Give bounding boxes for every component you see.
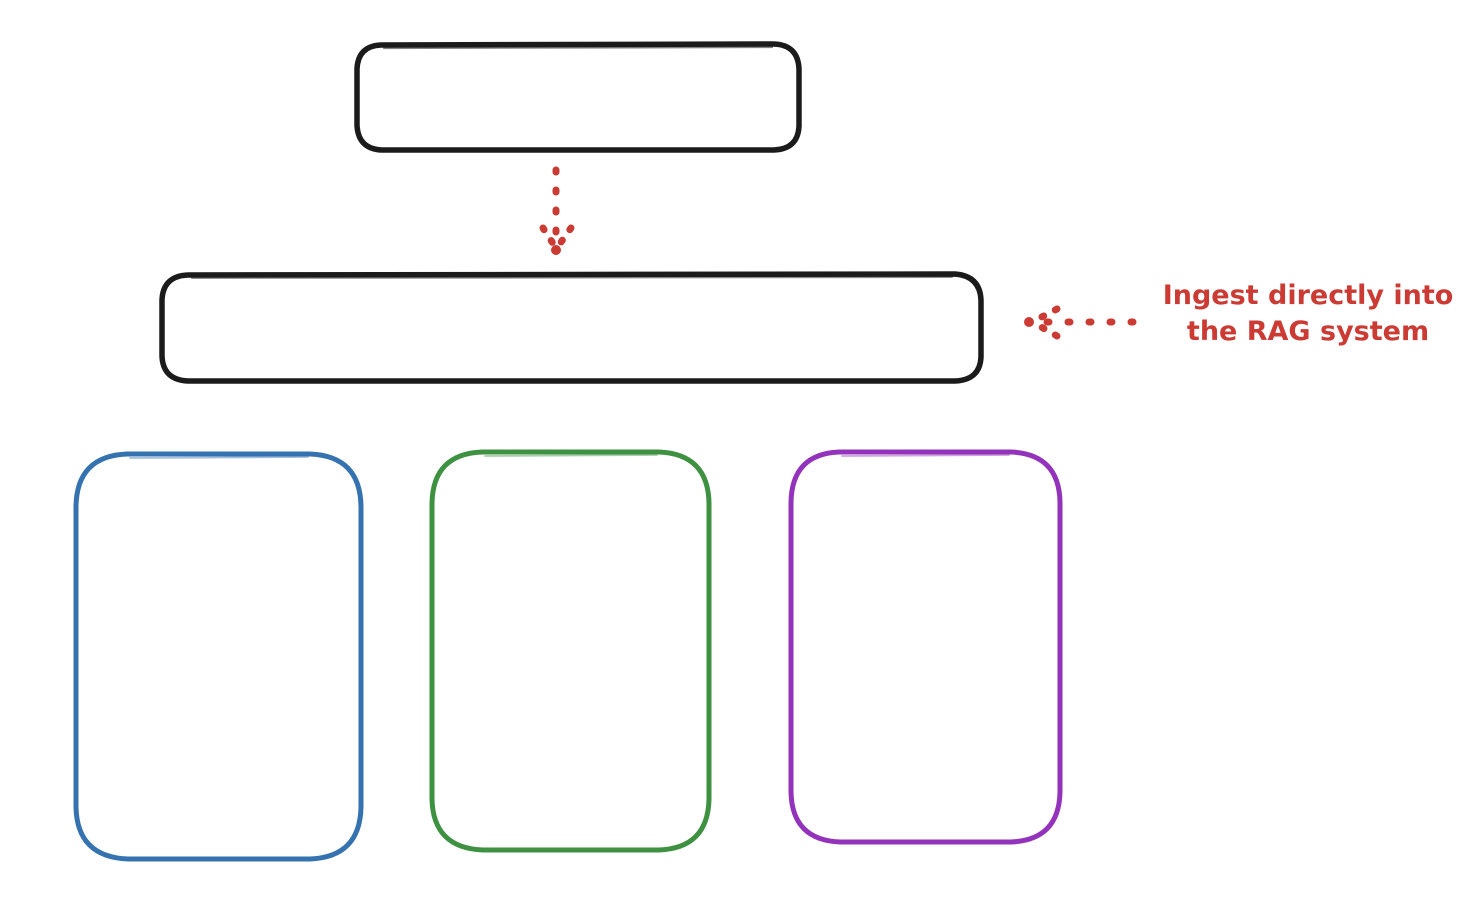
relational-io-label: RelationalIO (insert_sql, query_sql) SQL… <box>837 562 1014 730</box>
node-key-value-io[interactable]: KeyValueIO (set_key, delete_key, get) Ke… <box>428 448 713 854</box>
key-value-io-label: KeyValueIO (set_key, delete_key, get) Ke… <box>456 566 685 734</box>
node-relational-io[interactable]: RelationalIO (insert_sql, query_sql) SQL… <box>787 448 1064 846</box>
connector-agent-to-rag-tool <box>539 166 575 255</box>
rag-tool-label: RAG Tool <box>499 310 643 344</box>
node-vector-io[interactable]: VectorIO (insert_chunks, delete_chunks, … <box>72 450 365 863</box>
connector-note-to-rag-tool <box>1024 305 1137 340</box>
annotation-ingest-note: Ingest directly into the RAG system <box>1162 280 1454 348</box>
vector-io-label: VectorIO (insert_chunks, delete_chunks, … <box>109 555 328 757</box>
node-rag-tool[interactable]: RAG Tool <box>158 271 984 384</box>
node-agent[interactable]: AGENT <box>353 41 802 153</box>
agent-label: AGENT <box>518 79 637 113</box>
